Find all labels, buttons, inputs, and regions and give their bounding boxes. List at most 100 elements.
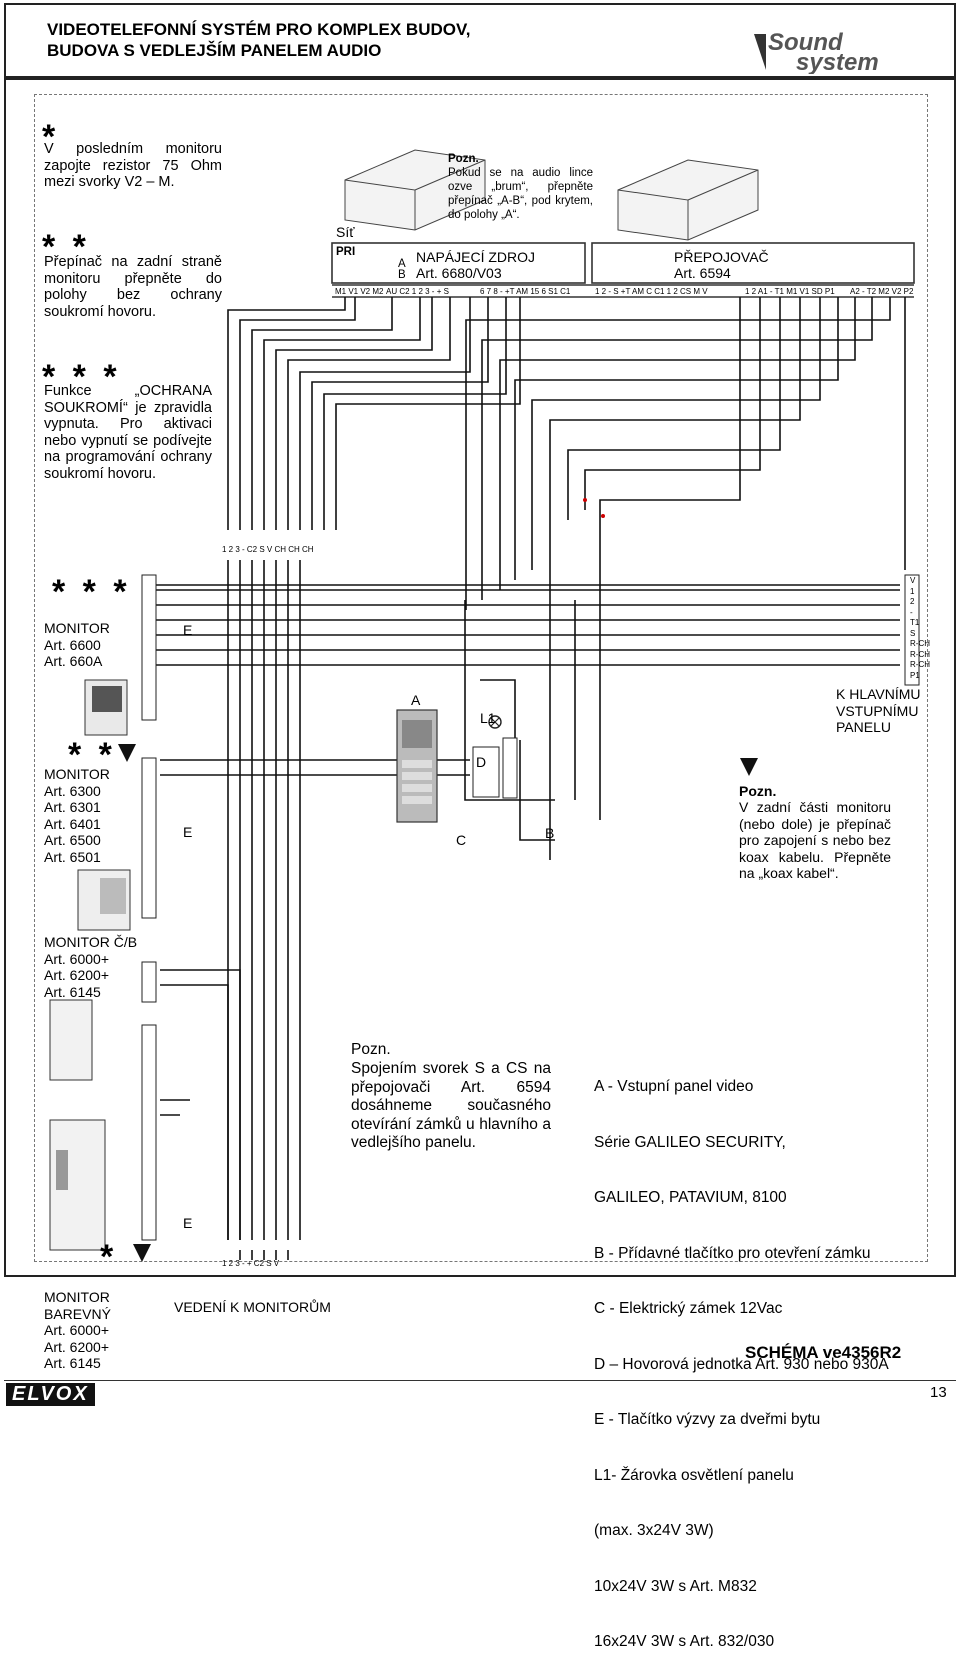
psu-name: NAPÁJECÍ ZDROJ xyxy=(416,249,536,265)
monitor4-art: Art. 6145 xyxy=(44,1355,101,1371)
monitor1-labels: MONITOR Art. 6600 Art. 660A xyxy=(44,620,110,670)
footer-line xyxy=(4,1380,956,1381)
monitor4-art: Art. 6000+ xyxy=(44,1322,109,1338)
monitor2-art: Art. 6500 xyxy=(44,832,101,848)
title-line-2: BUDOVA S VEDLEJŠÍM PANELEM AUDIO xyxy=(47,41,382,60)
right-terminal: S xyxy=(910,628,916,638)
panel-c-label: C xyxy=(456,832,467,848)
monitor4-mark: * xyxy=(100,1238,118,1276)
main-frame xyxy=(4,78,956,1277)
header-frame xyxy=(4,3,956,78)
switch-name: PŘEPOJOVAČ xyxy=(674,249,769,265)
page-title: VIDEOTELEFONNÍ SYSTÉM PRO KOMPLEX BUDOV,… xyxy=(47,19,470,61)
monitor2-art: Art. 6501 xyxy=(44,848,101,865)
monitor2-art: Art. 6401 xyxy=(44,815,101,832)
call-button-e2: E xyxy=(183,824,193,840)
monitor1-art2: Art. 660A xyxy=(44,653,103,669)
call-button-e3: E xyxy=(183,1215,193,1231)
monitor4-name2: BAREVNÝ xyxy=(44,1305,111,1322)
psu-art: Art. 6680/V03 xyxy=(416,265,502,281)
legend-item: GALILEO, PATAVIUM, 8100 xyxy=(594,1189,787,1206)
right-note-text: V zadní části monitoru (nebo dole) je př… xyxy=(739,799,891,881)
legend-item: D – Hovorová jednotka Art. 930 nebo 930A xyxy=(594,1355,889,1373)
bottom-note-text: Spojením svorek S a CS na přepojovači Ar… xyxy=(351,1060,551,1151)
schema-label: SCHÉMA ve4356R2 xyxy=(745,1343,902,1362)
psu-terminal-label-3: 6 7 8 - +T AM 15 6 S1 C1 xyxy=(480,287,571,296)
monitor3-name: MONITOR Č/B xyxy=(44,934,138,950)
three-star-note: Funkce „OCHRANA SOUKROMÍ“ je zpravidla v… xyxy=(44,383,212,482)
legend-item: A - Vstupní panel video xyxy=(594,1078,754,1095)
monitor4-labels: MONITOR BAREVNÝ Art. 6000+ Art. 6200+ Ar… xyxy=(44,1289,111,1372)
monitor1-mark: * * * xyxy=(52,573,131,611)
legend-item: B - Přídavné tlačítko pro otevření zámku xyxy=(594,1244,871,1262)
two-star-mark: * * xyxy=(42,228,90,266)
bottom-note-title: Pozn. xyxy=(351,1041,391,1058)
psu-note-text: Pokud se na audio lince ozve „brum“, pře… xyxy=(448,167,593,221)
psu-terminal-label: M1 V1 V2 M2 xyxy=(335,287,384,296)
to-main-panel-label: K HLAVNÍMU VSTUPNÍMU PANELU xyxy=(836,686,921,736)
one-star-note: V posledním monitoru zapojte rezistor 75… xyxy=(44,141,222,190)
svg-text:Sound: Sound xyxy=(768,29,844,56)
monitor3-labels: MONITOR Č/B Art. 6000+ Art. 6200+ Art. 6… xyxy=(44,934,137,1000)
legend-item: 10x24V 3W s Art. M832 xyxy=(594,1577,757,1595)
right-terminal-labels: V 1 2 - T1 S R-CH R-CH R-CH P1 xyxy=(910,576,930,681)
monitor2-art: Art. 6300 xyxy=(44,782,101,799)
title-line-1: VIDEOTELEFONNÍ SYSTÉM PRO KOMPLEX BUDOV, xyxy=(47,20,471,39)
one-star-mark: * xyxy=(42,118,60,156)
right-terminal: R-CH xyxy=(910,660,930,669)
psu-a-label: A xyxy=(398,258,406,270)
monitor3-art: Art. 6200+ xyxy=(44,967,109,983)
right-terminal: R-CH xyxy=(910,649,930,659)
monitor4-art: Art. 6200+ xyxy=(44,1338,109,1355)
psu-note-title: Pozn. xyxy=(448,153,479,165)
panel-d-label: D xyxy=(476,754,487,770)
right-terminal: - xyxy=(910,607,913,617)
panel-b-label: B xyxy=(545,825,555,841)
monitor2-labels: MONITOR Art. 6300 Art. 6301 Art. 6401 Ar… xyxy=(44,766,110,865)
to-main-panel-3: PANELU xyxy=(836,719,891,735)
switch-art: Art. 6594 xyxy=(674,265,731,281)
three-star-mark: * * * xyxy=(42,358,121,396)
psu-terminal-label-2: AU C2 1 2 3 - + S xyxy=(386,287,449,296)
wiring-diagram: M1 V1 V2 M2 AU C2 1 2 3 - + S 6 7 8 - +T… xyxy=(49,149,920,1268)
right-terminal: 1 xyxy=(910,586,915,596)
monitor2-art: Art. 6301 xyxy=(44,799,101,815)
sound-system-logo: Sound system xyxy=(752,28,917,74)
right-terminal: P1 xyxy=(910,670,920,680)
dashed-frame xyxy=(34,94,928,1262)
vedeni-label: VEDENÍ K MONITORŮM xyxy=(174,1299,331,1315)
page-number: 13 xyxy=(930,1384,947,1401)
monitor2-name: MONITOR xyxy=(44,766,110,782)
legend-item: E - Tlačítko výzvy za dveřmi bytu xyxy=(594,1411,821,1428)
right-terminal: 2 xyxy=(910,597,915,606)
panel-l1-label: L1 xyxy=(480,710,496,726)
elvox-logo: ELVOX xyxy=(6,1383,95,1406)
monitor2-mark: * * xyxy=(68,736,116,774)
legend-item: 16x24V 3W s Art. 832/030 xyxy=(594,1633,775,1650)
monitor1-art1: Art. 6600 xyxy=(44,636,101,653)
legend-item: Série GALILEO SECURITY, xyxy=(594,1133,786,1151)
switch-terminal-label-2: 1 2 A1 - T1 M1 V1 SD P1 xyxy=(745,287,835,296)
pri-label: PRI xyxy=(336,246,356,258)
to-main-panel-1: K HLAVNÍMU xyxy=(836,686,921,702)
monitor-bus-bottom-label: 1 2 3 - + C2 S V xyxy=(222,1259,280,1268)
switch-terminal-label: 1 2 - S +T AM C C1 1 2 CS M V xyxy=(595,287,708,296)
legend-item: C - Elektrický zámek 12Vac xyxy=(594,1300,783,1317)
switch-terminal-label-3: A2 - T2 M2 V2 P2 xyxy=(850,287,914,296)
monitor1-name: MONITOR xyxy=(44,620,110,636)
legend-item: (max. 3x24V 3W) xyxy=(594,1522,714,1539)
monitor4-name: MONITOR xyxy=(44,1289,110,1305)
to-main-panel-2: VSTUPNÍMU xyxy=(836,702,919,719)
panel-a-label: A xyxy=(411,692,421,708)
call-button-e1: E xyxy=(183,622,193,638)
monitor3-art: Art. 6000+ xyxy=(44,950,109,967)
legend-item: L1- Žárovka osvětlení panelu xyxy=(594,1466,794,1484)
two-star-note: Přepínač na zadní straně monitoru přepně… xyxy=(44,254,222,320)
right-terminal: T1 xyxy=(910,618,920,627)
svg-text:system: system xyxy=(796,49,879,74)
monitor3-art: Art. 6145 xyxy=(44,983,101,1000)
right-terminal: V xyxy=(910,576,916,585)
monitor-bus-top-label: 1 2 3 - C2 S V CH CH CH xyxy=(222,545,314,554)
psu-b-label: B xyxy=(398,269,406,281)
mains-label: Síť xyxy=(336,224,355,240)
